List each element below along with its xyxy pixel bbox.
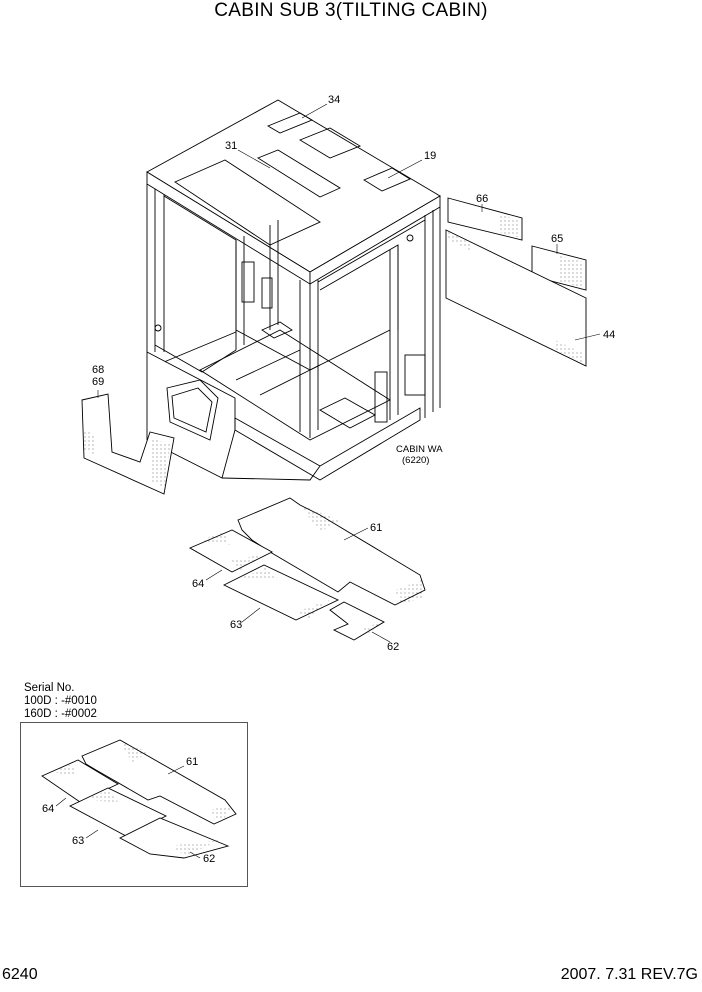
label-34: 34 [328,94,340,106]
label-61: 61 [370,522,382,534]
label-64: 64 [192,578,204,590]
label-44: 44 [603,329,615,341]
revision-date: 2007. 7.31 REV.7G [560,966,698,983]
part-62 [329,601,385,641]
serial-line-100d: 100D : -#0010 [24,695,97,707]
inset-label-63: 63 [72,835,84,847]
page-number: 6240 [2,966,38,983]
serial-heading: Serial No. [24,682,75,694]
label-66: 66 [476,193,488,205]
page-title: CABIN SUB 3(TILTING CABIN) [214,0,488,21]
leader-lines [97,103,601,643]
part-63 [222,564,340,621]
serial-line-160d: 160D : -#0002 [24,708,97,720]
label-68: 68 [92,364,104,376]
label-62: 62 [387,641,399,653]
part-66 [447,197,523,241]
label-69: 69 [92,376,104,388]
part-61 [237,497,426,606]
inset-label-64: 64 [42,803,54,815]
label-31: 31 [225,140,237,152]
part-44 [445,229,587,367]
inset-diagram [41,739,237,859]
label-19: 19 [424,150,436,162]
serial-info: Serial No. 100D : -#0010 160D : -#0002 [24,682,97,721]
cabin-ref-line2: (6220) [402,455,429,466]
inset-frame [20,722,248,887]
label-65: 65 [551,233,563,245]
inset-label-61: 61 [186,756,198,768]
cabin-frame [146,99,441,481]
inset-label-62: 62 [203,853,215,865]
part-64 [188,529,273,573]
label-63: 63 [230,619,242,631]
part-68-69 [81,393,175,495]
cabin-ref-line1: CABIN WA [396,444,443,455]
